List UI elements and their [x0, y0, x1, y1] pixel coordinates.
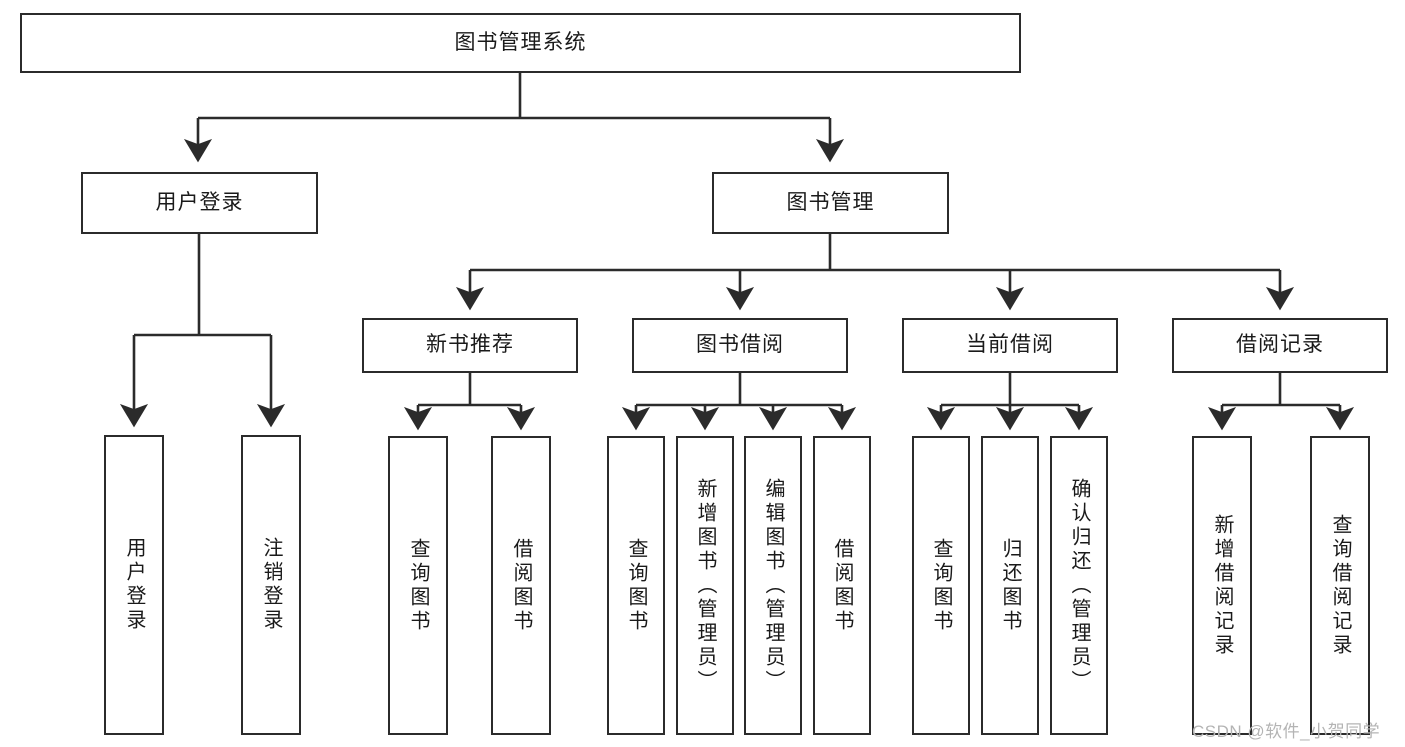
- leaf-nb-query-book[interactable]: 查询图书: [388, 436, 448, 735]
- leaf-logout-label: 注销登录: [260, 537, 282, 633]
- leaf-bb-borrow-book[interactable]: 借阅图书: [813, 436, 871, 735]
- leaf-br-add-record-label: 新增借阅记录: [1211, 513, 1233, 658]
- leaf-nb-borrow-book[interactable]: 借阅图书: [491, 436, 551, 735]
- leaf-user-login-label: 用户登录: [123, 537, 145, 633]
- leaf-logout[interactable]: 注销登录: [241, 435, 301, 735]
- leaf-bb-edit-book[interactable]: 编辑图书（管理员）: [744, 436, 802, 735]
- node-borrow-record-label: 借阅记录: [1236, 333, 1324, 357]
- node-user-login-label: 用户登录: [155, 190, 244, 214]
- leaf-user-login[interactable]: 用户登录: [104, 435, 164, 735]
- node-current-borrow[interactable]: 当前借阅: [902, 318, 1118, 373]
- leaf-bb-borrow-book-label: 借阅图书: [831, 537, 853, 634]
- leaf-nb-borrow-book-label: 借阅图书: [510, 537, 532, 634]
- leaf-bb-edit-book-label: 编辑图书（管理员）: [762, 477, 784, 694]
- node-book-manage-label: 图书管理: [786, 190, 875, 214]
- node-book-borrow[interactable]: 图书借阅: [632, 318, 848, 373]
- leaf-br-add-record[interactable]: 新增借阅记录: [1192, 436, 1252, 735]
- node-book-manage[interactable]: 图书管理: [712, 172, 949, 234]
- leaf-cb-query-book[interactable]: 查询图书: [912, 436, 970, 735]
- leaf-br-query-record[interactable]: 查询借阅记录: [1310, 436, 1370, 735]
- leaf-bb-query-book-label: 查询图书: [625, 537, 647, 634]
- node-book-borrow-label: 图书借阅: [696, 333, 784, 357]
- node-user-login[interactable]: 用户登录: [81, 172, 318, 234]
- node-new-book-recommend-label: 新书推荐: [426, 333, 514, 357]
- leaf-cb-return-book-label: 归还图书: [999, 537, 1021, 634]
- node-root[interactable]: 图书管理系统: [20, 13, 1021, 73]
- leaf-cb-query-book-label: 查询图书: [930, 537, 952, 634]
- node-new-book-recommend[interactable]: 新书推荐: [362, 318, 578, 373]
- leaf-cb-return-book[interactable]: 归还图书: [981, 436, 1039, 735]
- leaf-br-query-record-label: 查询借阅记录: [1329, 513, 1351, 658]
- leaf-bb-add-book[interactable]: 新增图书（管理员）: [676, 436, 734, 735]
- leaf-nb-query-book-label: 查询图书: [407, 537, 429, 634]
- leaf-bb-add-book-label: 新增图书（管理员）: [694, 477, 716, 694]
- node-root-label: 图书管理系统: [454, 30, 587, 54]
- node-current-borrow-label: 当前借阅: [966, 333, 1054, 357]
- leaf-cb-confirm-return-label: 确认归还（管理员）: [1068, 477, 1090, 694]
- leaf-bb-query-book[interactable]: 查询图书: [607, 436, 665, 735]
- leaf-cb-confirm-return[interactable]: 确认归还（管理员）: [1050, 436, 1108, 735]
- node-borrow-record[interactable]: 借阅记录: [1172, 318, 1388, 373]
